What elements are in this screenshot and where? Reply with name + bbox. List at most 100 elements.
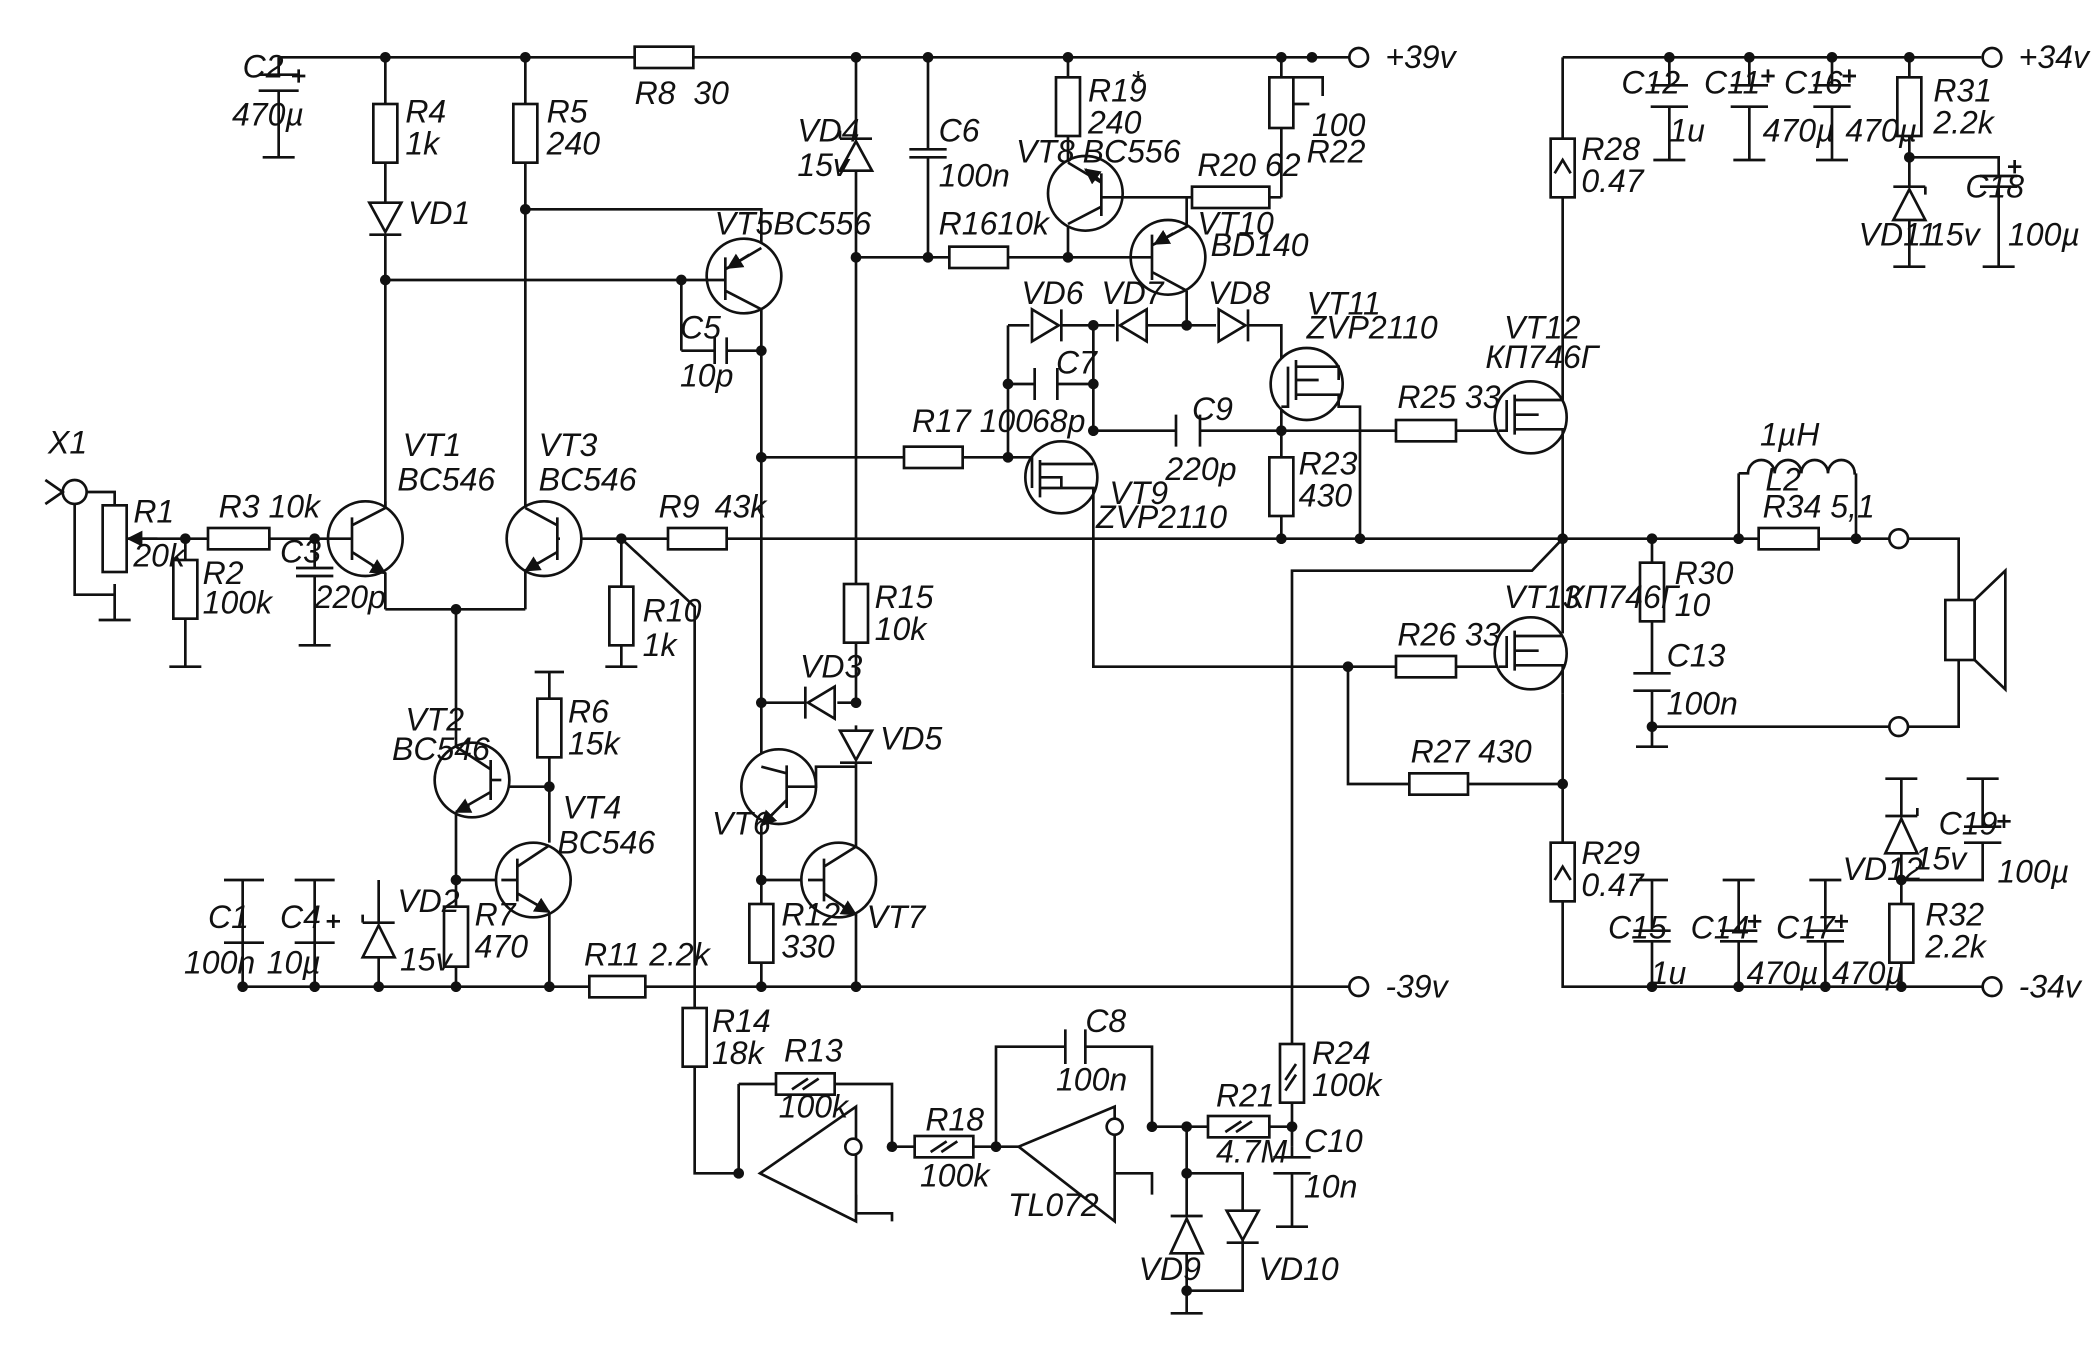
label-components-r19-mark: * xyxy=(1131,64,1145,100)
label-components-r13-val: 100k xyxy=(779,1088,850,1124)
label-components-r22-ref: R22 xyxy=(1307,134,1366,170)
label-components-vd11-ref: VD11 xyxy=(1859,216,1937,252)
label-components-r19-ref: R19 xyxy=(1088,72,1147,108)
capacitor-C7 xyxy=(1033,368,1059,400)
capacitor-C19 xyxy=(1964,825,2002,844)
label-components-c3-ref: C3 xyxy=(280,534,321,570)
transistor-VT1 xyxy=(314,499,404,610)
label-components-vd7-ref: VD7 xyxy=(1101,275,1164,311)
zener-VD11 xyxy=(1891,185,1928,222)
opamp-U1 xyxy=(757,1104,858,1224)
label-components-vt12-val: КП746Г xyxy=(1485,339,1600,375)
label-components-vd4-val: 15v xyxy=(797,147,851,183)
resistors xyxy=(101,45,1923,1159)
label-components-r23-ref: R23 xyxy=(1299,446,1358,482)
label-components-vd12-ref: VD12 xyxy=(1843,851,1923,887)
label-components-r16-val: 10k xyxy=(997,206,1051,242)
resistor-R2 xyxy=(171,558,199,620)
label-components-r11-ref: R11 2.2k xyxy=(584,936,712,972)
resistor-R15 xyxy=(842,582,870,644)
label-components-r18-val: 100k xyxy=(920,1158,991,1194)
transistor-VT8 xyxy=(1046,154,1136,232)
label-components-vd2-val: 15v xyxy=(400,942,454,978)
capacitor-C18 xyxy=(1980,174,2018,188)
label-components-r21-ref: R21 xyxy=(1216,1078,1275,1114)
diode-VD1 xyxy=(367,201,404,236)
label-components-c15-ref: C15 xyxy=(1608,910,1667,946)
label-components-vd11-val: 15v xyxy=(1928,216,1982,252)
label-components-r29-ref: R29 xyxy=(1581,835,1640,871)
label-components-c5-ref: C5 xyxy=(680,310,721,346)
label-components-r8-ref: R8 xyxy=(635,75,676,111)
label-components-r5-ref: R5 xyxy=(547,94,588,130)
label-components-r13-ref: R13 xyxy=(784,1032,843,1068)
label-components-r20-ref: R20 62 xyxy=(1197,147,1300,183)
capacitor-C15 xyxy=(1633,929,1671,943)
resistor-R3 xyxy=(206,526,271,551)
label-components-vd3-ref: VD3 xyxy=(800,648,862,684)
wiring xyxy=(73,56,2015,1315)
label-components-r30-val: 10 xyxy=(1675,587,1711,623)
label-components-vt8-val: BC556 xyxy=(1083,134,1181,170)
capacitor-C17 xyxy=(1806,929,1844,943)
diode-VD5 xyxy=(837,729,875,764)
label-components-c18-val: 100µ xyxy=(2008,216,2080,252)
resistor-R24 xyxy=(1278,1042,1306,1104)
diode-VD10 xyxy=(1224,1209,1261,1244)
label-components-vt4-val: BC546 xyxy=(557,824,655,860)
label-components-vt12-ref: VT12 xyxy=(1504,310,1581,346)
label-components-r24-ref: R24 xyxy=(1312,1035,1371,1071)
label-components-c5-val: 10p xyxy=(680,358,733,394)
label-components-c8-ref: C8 xyxy=(1085,1003,1126,1039)
label-p34: +34v xyxy=(2019,39,2091,75)
label-components-r12-val: 330 xyxy=(781,928,835,964)
label-components-vt5-ref: VT5 xyxy=(715,206,774,242)
label-components-vd6-ref: VD6 xyxy=(1021,275,1083,311)
label-components-vt9-val: ZVP2110 xyxy=(1095,499,1227,535)
label-components-r6-val: 15k xyxy=(568,726,622,762)
resistor-R4 xyxy=(372,102,399,164)
label-components-vt11-val: ZVP2110 xyxy=(1306,310,1438,346)
label-components-r2-val: 100k xyxy=(203,584,274,620)
capacitor-C11 xyxy=(1730,84,1768,108)
label-components-r9-val: 43k xyxy=(715,488,769,524)
label-components-r28-ref: R28 xyxy=(1581,131,1640,167)
label-components-c2-ref: C2 xyxy=(243,48,284,84)
label-components-r15-val: 10k xyxy=(875,611,929,647)
capacitor-C4 xyxy=(294,878,335,944)
label-components-r34-ref: R34 5,1 xyxy=(1763,488,1875,524)
mosfet-VT12 xyxy=(1493,380,1568,460)
label-components-c10-ref: C10 xyxy=(1304,1123,1363,1159)
label-components-r4-val: 1k xyxy=(405,126,441,162)
label-components-vd10-ref: VD10 xyxy=(1259,1251,1339,1287)
terminal-n34 xyxy=(1981,976,2003,998)
label-components-vt3-ref: VT3 xyxy=(539,427,598,463)
label-components-c17-ref: C17 xyxy=(1776,910,1836,946)
capacitors xyxy=(223,69,2022,1175)
resistor-R19 xyxy=(1054,76,1082,138)
label-components-c16-ref: C16 xyxy=(1784,64,1843,100)
label-components-vt1-val: BC546 xyxy=(397,462,495,498)
labels: +39v -39v +34v -34v TL072 X1 R1 20k R2 1… xyxy=(47,39,2091,1287)
transistor-VT4 xyxy=(494,841,572,919)
label-n39: -39v xyxy=(1385,968,1449,1004)
label-components-r26-ref: R26 33 xyxy=(1397,616,1500,652)
capacitor-C10 xyxy=(1273,1156,1311,1175)
resistor-R31 xyxy=(1896,76,1923,138)
label-components-vd2-ref: VD2 xyxy=(397,883,459,919)
resistor-R20 xyxy=(1190,185,1271,210)
diode-VD6 xyxy=(1030,306,1063,344)
transistors xyxy=(314,154,1568,919)
label-components-c13-ref: C13 xyxy=(1667,638,1726,674)
resistor-R28 xyxy=(1549,137,1576,199)
capacitor-C1 xyxy=(223,878,264,944)
label-components-c12-ref: C12 xyxy=(1621,64,1680,100)
label-components-c9-val: 220p xyxy=(1164,451,1236,487)
label-components-r27-ref: R27 430 xyxy=(1411,734,1532,770)
label-components-c17-val: 470µ xyxy=(1832,955,1904,991)
opamps xyxy=(757,1104,1124,1225)
resistor-R25 xyxy=(1394,418,1458,443)
label-components-c11-ref: C11 xyxy=(1704,64,1760,100)
transistor-VT7 xyxy=(800,841,878,919)
